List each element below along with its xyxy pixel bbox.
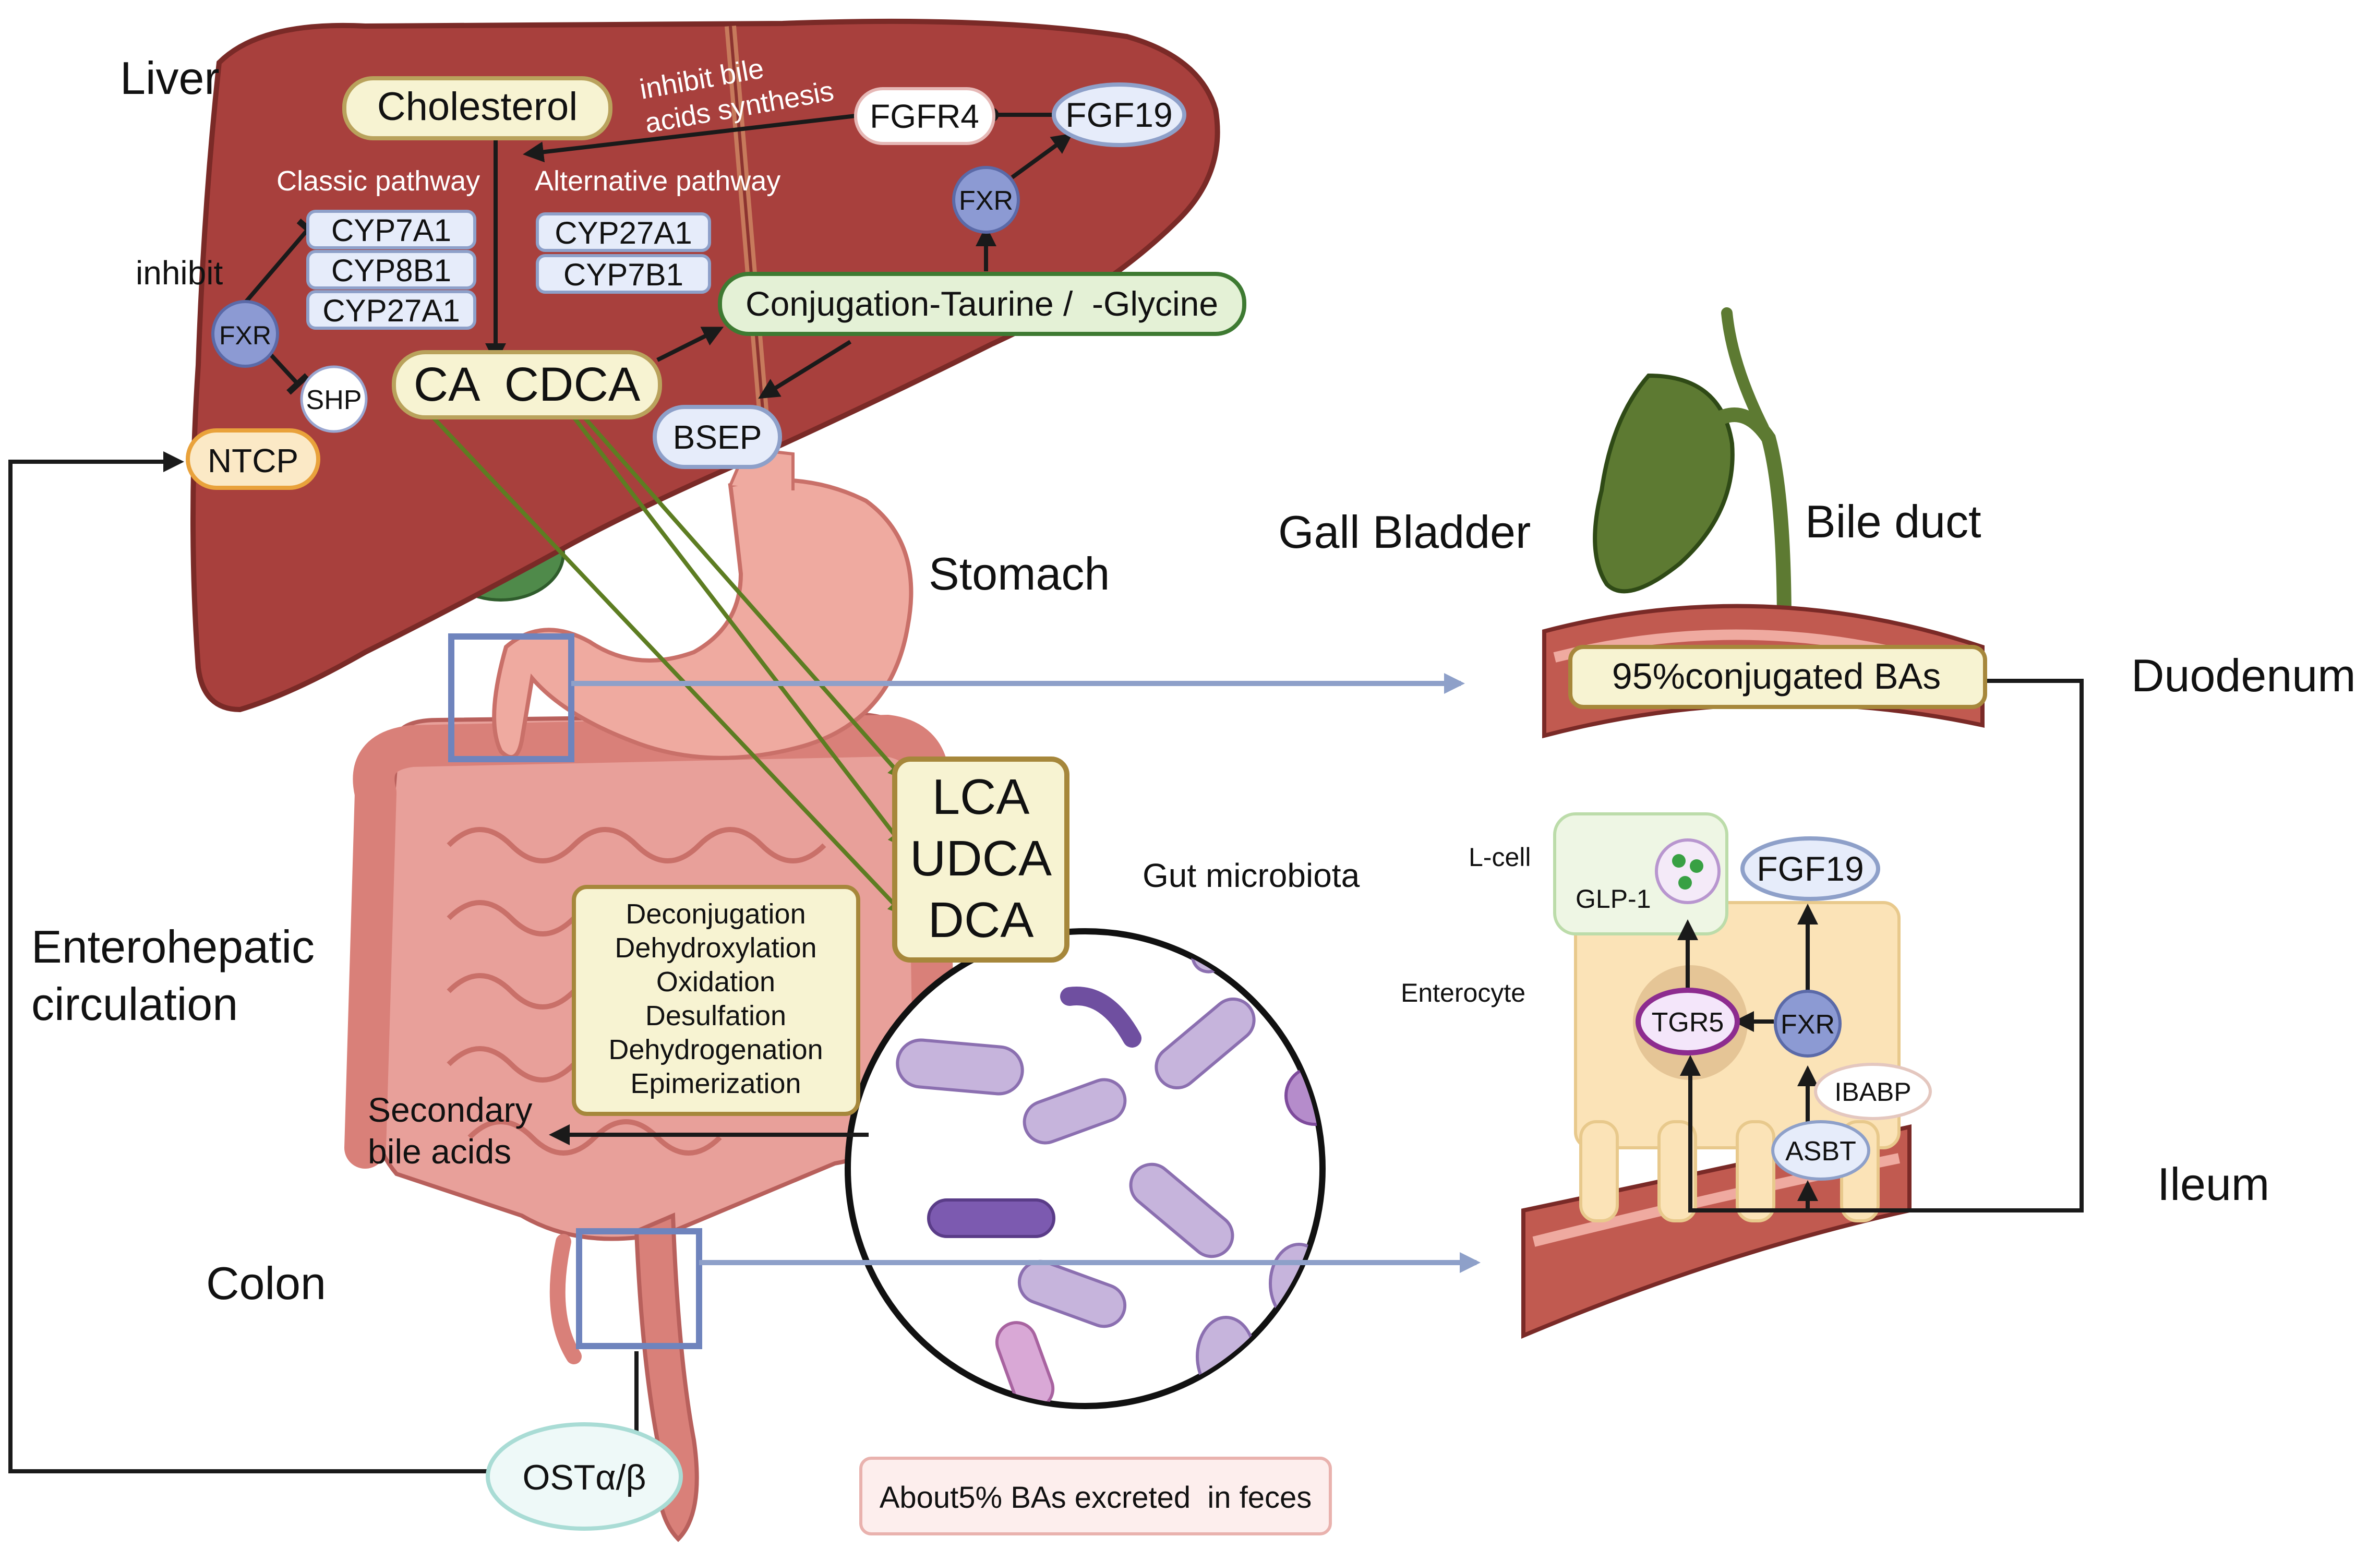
enzyme-cyp27a1-classic: CYP27A1	[322, 293, 460, 328]
label-gut-microbiota: Gut microbiota	[1143, 857, 1360, 894]
process-epimerization: Epimerization	[630, 1068, 801, 1099]
arrow-ca-cdca-to-conjugation	[656, 327, 724, 362]
tgr5-node	[1636, 988, 1740, 1055]
fgf19-ileum-label: FGF19	[1757, 849, 1864, 888]
ntcp-label: NTCP	[208, 442, 298, 479]
fxr-liver-right-node	[952, 166, 1020, 234]
asbt-label: ASBT	[1785, 1136, 1856, 1167]
bsep-label: BSEP	[673, 418, 762, 456]
gut-microbiota-illustration	[845, 928, 1326, 1409]
arrow-fgfr4-inhibit-cholesterol	[523, 114, 856, 163]
gallbladder-illustration	[1593, 307, 1792, 633]
secondary-bile-acids-line1: Secondary	[368, 1090, 533, 1129]
pathway-arrows	[8, 107, 2084, 1473]
secondary-acids-box	[892, 757, 1069, 963]
processes-box	[572, 885, 860, 1116]
alternative-enzymes: CYP27A1 CYP7B1	[536, 212, 711, 294]
ibabp-node	[1814, 1063, 1932, 1120]
udca-label: UDCA	[910, 831, 1052, 886]
tgr5-label: TGR5	[1652, 1007, 1724, 1038]
glp1-label: GLP-1	[1576, 884, 1651, 914]
lca-label: LCA	[932, 769, 1030, 825]
fgfr4-label: FGFR4	[870, 98, 979, 135]
fxr-liver-label: FXR	[219, 321, 271, 350]
label-stomach: Stomach	[929, 548, 1110, 599]
duodenum-to-ileum-loop	[1680, 679, 2084, 1212]
enzyme-cyp8b1: CYP8B1	[331, 253, 451, 288]
label-duodenum: Duodenum	[2131, 650, 2356, 701]
green-arrows	[431, 416, 905, 916]
fxr-liver-node	[211, 300, 279, 368]
process-dehydrogenation: Dehydrogenation	[608, 1034, 823, 1065]
enzyme-cyp7b1: CYP7B1	[563, 257, 683, 292]
label-liver: Liver	[120, 52, 220, 104]
shp-node	[300, 365, 368, 433]
cholesterol-label: Cholesterol	[377, 85, 578, 129]
fgf19-liver-label: FGF19	[1065, 95, 1172, 134]
inhibit-label: inhibit	[136, 254, 223, 292]
conjugation-box	[718, 272, 1246, 336]
conjugated-bas-box	[1568, 645, 1987, 709]
label-bile-duct: Bile duct	[1805, 496, 1981, 547]
ost-label: OSTα/β	[522, 1458, 646, 1497]
label-colon: Colon	[206, 1257, 326, 1309]
enterohepatic-loop	[8, 451, 490, 1473]
ost-node	[486, 1422, 683, 1531]
ca-cdca-box	[392, 350, 662, 419]
bsep-box	[653, 405, 782, 469]
process-desulfation: Desulfation	[645, 1000, 786, 1031]
l-cell-label: L-cell	[1469, 843, 1531, 872]
ibabp-label: IBABP	[1834, 1077, 1911, 1107]
arrow-fxr-to-fgf19	[1011, 133, 1073, 179]
process-oxidation: Oxidation	[656, 966, 775, 998]
fxr-liver-right-label: FXR	[959, 186, 1013, 216]
blue-arrows	[571, 673, 1481, 1273]
asbt-node	[1771, 1120, 1870, 1181]
cholesterol-box	[342, 76, 612, 140]
fgf19-liver-node	[1052, 82, 1186, 147]
process-dehydroxylation: Dehydroxylation	[615, 932, 816, 964]
label-enterohepatic: Enterohepatic	[31, 921, 315, 972]
conjugation-label: Conjugation-Taurine / -Glycine	[746, 284, 1218, 323]
fgfr4-box	[854, 87, 995, 145]
shp-label: SHP	[306, 385, 362, 415]
focus-boxes	[448, 633, 702, 1349]
enzyme-cyp7a1: CYP7A1	[331, 213, 451, 248]
ntcp-box	[186, 428, 320, 490]
label-gall-bladder: Gall Bladder	[1278, 506, 1531, 558]
classic-pathway-label: Classic pathway	[277, 165, 480, 197]
ca-cdca-label: CA CDCA	[414, 358, 641, 411]
conjugated-bas-label: 95%conjugated BAs	[1612, 656, 1941, 697]
arrow-conjugation-to-bsep	[758, 340, 852, 399]
classic-enzymes: CYP7A1 CYP8B1 CYP27A1	[306, 210, 476, 330]
dca-label: DCA	[928, 892, 1034, 948]
alternative-pathway-label: Alternative pathway	[535, 165, 780, 197]
enterocyte-label: Enterocyte	[1401, 978, 1525, 1007]
enzyme-cyp27a1-alt: CYP27A1	[555, 215, 692, 250]
fgf19-ileum-node	[1740, 836, 1880, 901]
process-deconjugation: Deconjugation	[626, 898, 806, 930]
fxr-ileum-label: FXR	[1781, 1010, 1835, 1040]
label-circulation: circulation	[31, 978, 238, 1030]
excreted-label: About5% BAs excreted in feces	[880, 1481, 1312, 1515]
secondary-bile-acids-line2: bile acids	[368, 1132, 511, 1171]
arrow-fxr-inhibit-cyp	[243, 218, 320, 304]
fxr-ileum-node	[1774, 990, 1842, 1058]
excreted-box	[859, 1457, 1332, 1535]
label-ileum: Ileum	[2157, 1158, 2269, 1210]
